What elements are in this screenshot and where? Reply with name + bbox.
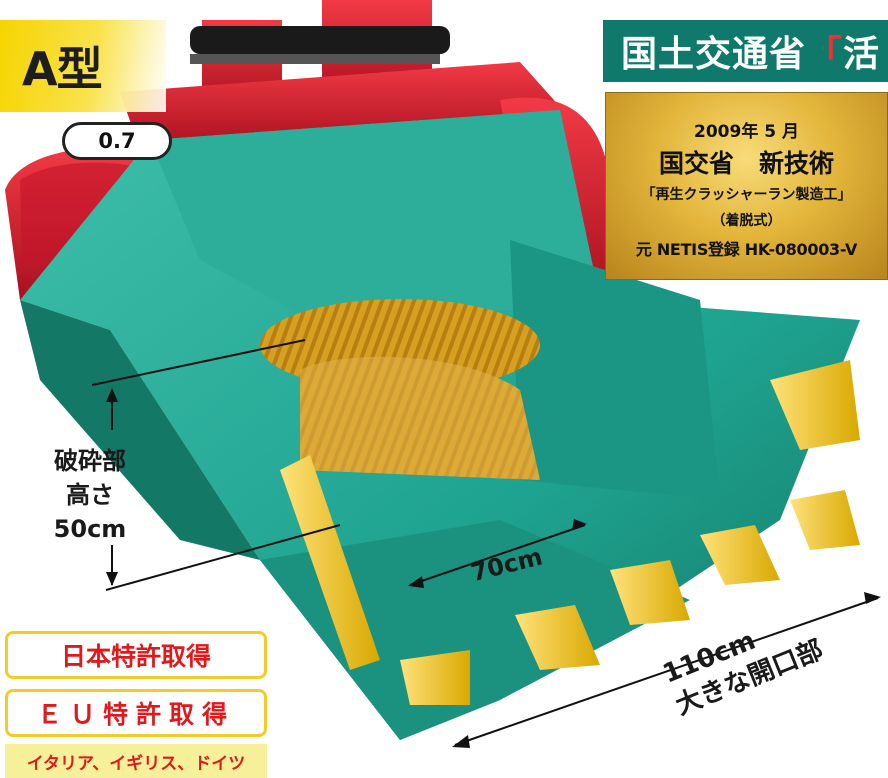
height-value: 50cm xyxy=(53,515,127,543)
plaque-heading: 国交省 新技術 xyxy=(658,149,834,178)
capacity-badge: 0.7 xyxy=(62,122,172,160)
height-label-line1: 破砕部 xyxy=(54,447,126,475)
plaque-registration: 元 NETIS登録 HK-080003-V xyxy=(635,240,858,259)
plaque-method: 「再生クラッシャーラン製造工」 xyxy=(641,187,852,203)
eu-patent-badge: ＥＵ特許取得 xyxy=(5,689,267,737)
height-label-line2: 高さ xyxy=(66,481,114,509)
japan-patent-badge: 日本特許取得 xyxy=(5,631,267,679)
bucket-teeth xyxy=(280,360,860,705)
dimension-lines xyxy=(91,339,881,748)
type-label: A型 xyxy=(22,42,103,96)
height-dimension-label: 破砕部 高さ 50cm xyxy=(30,444,150,546)
plaque-mount-type: （着脱式） xyxy=(711,213,782,229)
mlit-banner-label: 国土交通省 xyxy=(621,34,807,75)
patent-countries: イタリア、イギリス、ドイツ xyxy=(5,744,267,778)
mlit-banner-cut-glyph: 活 xyxy=(843,34,881,75)
type-badge: A型 xyxy=(0,20,166,112)
plaque-date: 2009年 5 月 xyxy=(694,122,799,142)
mounting-bracket xyxy=(120,0,570,150)
netis-plaque: 2009年 5 月 国交省 新技術 「再生クラッシャーラン製造工」 （着脱式） … xyxy=(605,92,888,280)
mlit-banner-text: 国土交通省「活 xyxy=(621,25,880,77)
mlit-banner-accent: 「 xyxy=(806,34,844,75)
mlit-banner: 国土交通省「活 xyxy=(603,20,888,82)
